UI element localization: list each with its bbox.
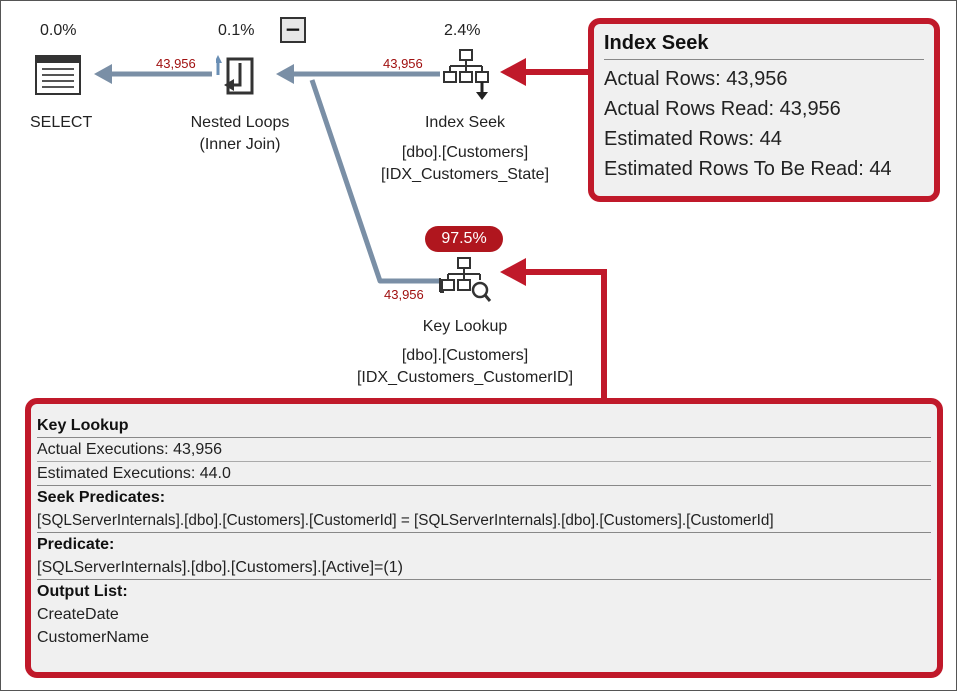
nested-loops-cost: 0.1% — [218, 22, 255, 39]
index-seek-tooltip-title: Index Seek — [604, 32, 924, 60]
select-icon[interactable] — [35, 55, 81, 95]
key-lookup-tooltip: Key Lookup Actual Executions: 43,956 Est… — [25, 398, 943, 678]
flow-arrow-from-key-lookup — [309, 79, 440, 284]
tooltip-output-list-label: Output List: — [37, 583, 128, 600]
key-lookup-tooltip-title: Key Lookup — [37, 414, 931, 438]
tooltip-seek-predicates-value: [SQLServerInternals].[dbo].[Customers].[… — [37, 509, 931, 533]
tooltip-actual-rows-read: Actual Rows Read: 43,956 — [604, 98, 841, 120]
index-seek-label: Index Seek — [424, 114, 506, 131]
index-seek-index: [IDX_Customers_State] — [380, 166, 550, 183]
index-seek-icon[interactable] — [442, 48, 490, 102]
collapse-button[interactable]: − — [280, 17, 306, 43]
row-count-from-index-seek: 43,956 — [383, 56, 423, 71]
index-seek-cost: 2.4% — [444, 22, 481, 39]
index-seek-table: [dbo].[Customers] — [401, 144, 529, 161]
select-label: SELECT — [30, 114, 93, 131]
tooltip-output-item: CreateDate — [37, 606, 119, 623]
callout-line-key-lookup — [520, 269, 607, 400]
nested-loops-sublabel: (Inner Join) — [199, 136, 281, 153]
nested-loops-icon[interactable] — [216, 53, 262, 99]
key-lookup-icon[interactable] — [438, 256, 492, 304]
nested-loops-label: Nested Loops — [190, 114, 290, 131]
tooltip-estimated-executions: Estimated Executions: 44.0 — [37, 462, 931, 486]
tooltip-estimated-rows-to-be-read: Estimated Rows To Be Read: 44 — [604, 158, 892, 180]
callout-arrowhead-key-lookup — [500, 258, 526, 286]
flow-arrowhead-select — [94, 64, 112, 84]
index-seek-tooltip: Index Seek Actual Rows: 43,956 Actual Ro… — [588, 18, 940, 202]
key-lookup-cost-badge: 97.5% — [425, 226, 503, 252]
key-lookup-index: [IDX_Customers_CustomerID] — [356, 369, 574, 386]
tooltip-estimated-rows: Estimated Rows: 44 — [604, 128, 782, 150]
tooltip-actual-rows: Actual Rows: 43,956 — [604, 68, 788, 90]
row-count-to-select: 43,956 — [156, 56, 196, 71]
row-count-from-key-lookup: 43,956 — [384, 287, 424, 302]
key-lookup-label: Key Lookup — [422, 318, 508, 335]
tooltip-actual-executions: Actual Executions: 43,956 — [37, 438, 931, 462]
tooltip-predicate-value: [SQLServerInternals].[dbo].[Customers].[… — [37, 556, 931, 580]
tooltip-seek-predicates-label: Seek Predicates: — [37, 489, 166, 506]
callout-arrowhead-index-seek — [500, 58, 526, 86]
flow-arrowhead-nested-loops — [276, 64, 294, 84]
tooltip-predicate-label: Predicate: — [37, 536, 115, 553]
select-cost: 0.0% — [40, 22, 77, 39]
key-lookup-table: [dbo].[Customers] — [401, 347, 529, 364]
tooltip-output-item: CustomerName — [37, 629, 150, 646]
